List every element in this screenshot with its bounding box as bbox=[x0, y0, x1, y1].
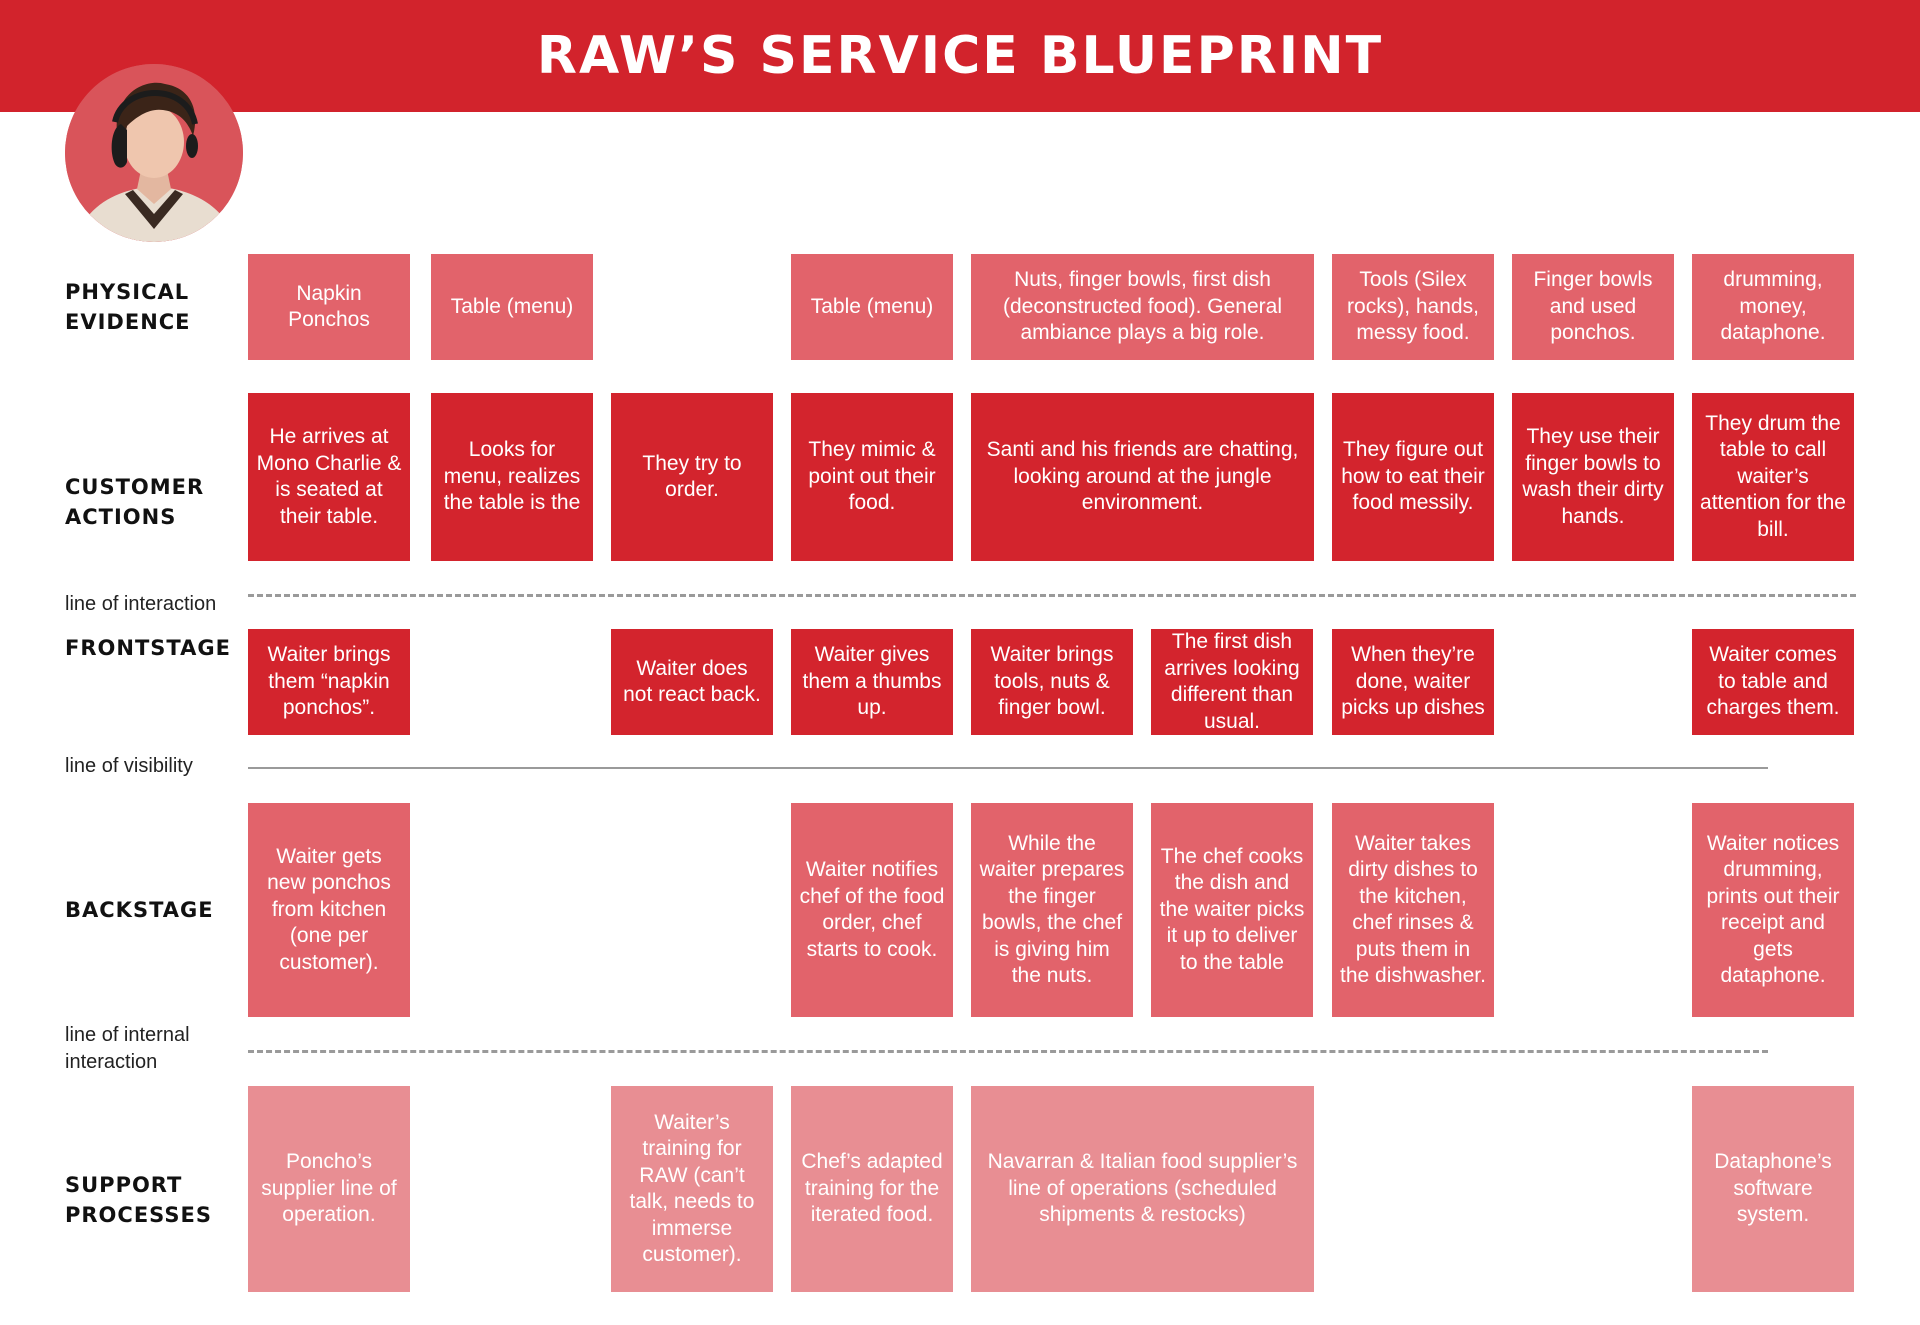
support-process-card: Dataphone’s software system. bbox=[1692, 1086, 1854, 1292]
support-process-card: Chef’s adapted training for the iterated… bbox=[791, 1086, 953, 1292]
line-label-internal-interaction: line of internal interaction bbox=[65, 1024, 190, 1073]
row-label-physical-evidence: PHYSICAL EVIDENCE bbox=[65, 280, 191, 334]
support-process-card: Waiter’s training for RAW (can’t talk, n… bbox=[611, 1086, 773, 1292]
line-of-internal-interaction bbox=[248, 1050, 1768, 1053]
customer-action-card: They try to order. bbox=[611, 393, 773, 561]
frontstage-card: The first dish arrives looking different… bbox=[1151, 629, 1313, 735]
frontstage-card: Waiter does not react back. bbox=[611, 629, 773, 735]
physical-evidence-card: Tools (Silex rocks), hands, messy food. bbox=[1332, 254, 1494, 360]
row-label-customer-actions: CUSTOMER ACTIONS bbox=[65, 475, 205, 529]
backstage-card: While the waiter prepares the finger bow… bbox=[971, 803, 1133, 1017]
support-process-card: Poncho’s supplier line of operation. bbox=[248, 1086, 410, 1292]
customer-action-card: They use their finger bowls to wash thei… bbox=[1512, 393, 1674, 561]
line-label-interaction: line of interaction bbox=[65, 593, 217, 615]
customer-action-card: He arrives at Mono Charlie & is seated a… bbox=[248, 393, 410, 561]
header-bar bbox=[0, 0, 1920, 112]
backstage-card: Waiter notifies chef of the food order, … bbox=[791, 803, 953, 1017]
frontstage-card: Waiter brings them “napkin ponchos”. bbox=[248, 629, 410, 735]
support-process-card: Navarran & Italian food supplier’s line … bbox=[971, 1086, 1314, 1292]
backstage-card: Waiter takes dirty dishes to the kitchen… bbox=[1332, 803, 1494, 1017]
frontstage-card: Waiter brings tools, nuts & finger bowl. bbox=[971, 629, 1133, 735]
frontstage-card: Waiter gives them a thumbs up. bbox=[791, 629, 953, 735]
line-of-interaction bbox=[248, 594, 1856, 597]
physical-evidence-card: Table (menu) bbox=[791, 254, 953, 360]
physical-evidence-card: Finger bowls and used ponchos. bbox=[1512, 254, 1674, 360]
frontstage-card: Waiter comes to table and charges them. bbox=[1692, 629, 1854, 735]
row-label-support-processes: SUPPORT PROCESSES bbox=[65, 1173, 212, 1227]
row-label-frontstage: FRONTSTAGE bbox=[65, 636, 231, 660]
customer-action-card: They figure out how to eat their food me… bbox=[1332, 393, 1494, 561]
avatar bbox=[65, 64, 243, 242]
physical-evidence-card: drumming, money, dataphone. bbox=[1692, 254, 1854, 360]
physical-evidence-card: Napkin Ponchos bbox=[248, 254, 410, 360]
line-of-visibility bbox=[248, 767, 1768, 769]
customer-action-card: Looks for menu, realizes the table is th… bbox=[431, 393, 593, 561]
page-title: RAW’S SERVICE BLUEPRINT bbox=[536, 26, 1384, 86]
customer-action-card: They mimic & point out their food. bbox=[791, 393, 953, 561]
customer-action-card: They drum the table to call waiter’s att… bbox=[1692, 393, 1854, 561]
customer-action-card: Santi and his friends are chatting, look… bbox=[971, 393, 1314, 561]
backstage-card: Waiter notices drumming, prints out thei… bbox=[1692, 803, 1854, 1017]
row-label-backstage: BACKSTAGE bbox=[65, 898, 214, 922]
backstage-card: The chef cooks the dish and the waiter p… bbox=[1151, 803, 1313, 1017]
backstage-card: Waiter gets new ponchos from kitchen (on… bbox=[248, 803, 410, 1017]
persona-portrait-icon bbox=[65, 64, 243, 242]
physical-evidence-card: Table (menu) bbox=[431, 254, 593, 360]
frontstage-card: When they’re done, waiter picks up dishe… bbox=[1332, 629, 1494, 735]
physical-evidence-card: Nuts, finger bowls, first dish (deconstr… bbox=[971, 254, 1314, 360]
line-label-visibility: line of visibility bbox=[65, 755, 193, 777]
